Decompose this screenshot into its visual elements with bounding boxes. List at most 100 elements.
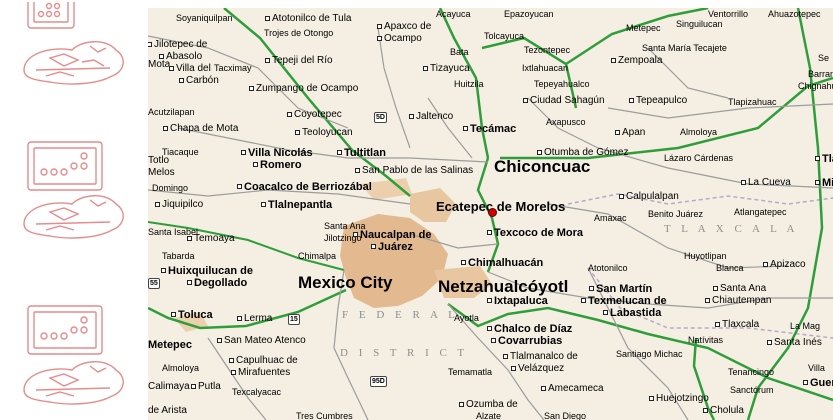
road (377, 27, 411, 149)
place-label: Mirafuentes (238, 367, 291, 378)
map-thumbnail-icon[interactable] (20, 304, 130, 420)
place-label: Huitzila (454, 79, 484, 89)
place-dot (705, 298, 710, 303)
place-label: Tenancingo (728, 367, 775, 377)
place-dot (463, 126, 468, 131)
highway-shield-icon: 95D (370, 376, 387, 387)
place-dot (649, 396, 654, 401)
place-label: Melos (148, 167, 175, 178)
place-dot (148, 42, 152, 47)
place-label: Almoloya (680, 127, 718, 137)
place-label: Ixtapaluca (494, 295, 548, 307)
place-label: Tiacaque (162, 147, 199, 157)
place-label: Amaxac (594, 213, 627, 223)
place-label: Epazoyucan (504, 9, 554, 19)
place-label: Ayotla (454, 313, 479, 323)
place-label: San Pablo de las Salinas (362, 165, 474, 176)
place-label: Tezontepec (524, 45, 571, 55)
place-label: Atlangatepec (734, 207, 787, 217)
urban-area (410, 188, 456, 222)
place-label: Villa (808, 363, 825, 373)
place-label: Acayuca (436, 9, 471, 19)
place-label: Jilotepec de (154, 39, 208, 50)
place-label: Villa Nicolás (248, 147, 313, 159)
place-label: Zumpango de Ocampo (256, 83, 359, 94)
place-dot (461, 260, 466, 265)
place-dot (171, 312, 176, 317)
highway-shield-icon: 5D (374, 112, 387, 123)
place-label: La Mag (790, 321, 821, 331)
place-dot (191, 384, 196, 389)
place-dot (377, 24, 382, 29)
highway (481, 36, 578, 109)
place-dot (355, 168, 360, 173)
place-dot (237, 316, 242, 321)
highway-shield-icon: 15 (288, 314, 300, 325)
place-label: Villa del (176, 63, 211, 74)
map-thumbnail-icon[interactable] (20, 2, 130, 98)
location-marker[interactable] (488, 208, 497, 217)
place-label: Jiquipilco (162, 199, 204, 210)
place-label: Chimalpa (298, 251, 337, 261)
place-dot (615, 130, 620, 135)
place-dot (159, 54, 164, 59)
place-dot (231, 370, 236, 375)
place-label: Tizayuca (430, 63, 470, 74)
place-label: Guer (810, 377, 833, 389)
place-dot (581, 298, 586, 303)
place-dot (815, 180, 820, 185)
place-label: Chignahua (798, 81, 833, 91)
place-dot (179, 78, 184, 83)
place-label: Benito Juárez (648, 209, 704, 219)
place-label: La Cueva (748, 177, 791, 188)
place-label: Tepeji del Río (272, 55, 333, 66)
place-label: Toluca (178, 309, 213, 321)
place-label: Tolcayuca (484, 31, 525, 41)
place-dot (713, 286, 718, 291)
place-dot (541, 386, 546, 391)
place-label: Singuilucan (676, 19, 723, 29)
place-label: Ventorrillo (708, 9, 749, 19)
place-label: Almoloya (162, 363, 200, 373)
place-dot (265, 16, 270, 21)
highway-shield-icon: 55 (148, 278, 160, 289)
highway (223, 8, 411, 197)
place-dot (237, 184, 242, 189)
road (148, 189, 411, 205)
place-label: Ciudad Sahagún (530, 95, 605, 106)
place-label: Sanctórum (730, 385, 774, 395)
place-label: Carbón (186, 75, 219, 86)
road (547, 203, 789, 269)
place-label: Putla (198, 381, 221, 392)
place-dot (253, 162, 258, 167)
place-label: Acutzilapan (148, 107, 195, 117)
map-thumbnail-icon[interactable] (20, 140, 130, 250)
place-dot (763, 262, 768, 267)
place-dot (187, 236, 192, 241)
place-label: Tlalnepantla (268, 199, 333, 211)
place-dot (715, 322, 720, 327)
place-label: Romero (260, 159, 302, 171)
place-dot (523, 98, 528, 103)
highway (746, 8, 824, 420)
place-dot (249, 86, 254, 91)
place-label: Degollado (194, 277, 248, 289)
place-label: Mota (148, 59, 171, 70)
place-label: Lázaro Cárdenas (664, 153, 734, 163)
place-label: Calimaya (148, 381, 190, 392)
place-dot (337, 150, 342, 155)
place-dot (261, 202, 266, 207)
state-border (587, 267, 833, 339)
place-label: Abasolo (166, 51, 203, 62)
place-label: Netzahualcóyotl (438, 277, 569, 296)
road (177, 127, 489, 163)
place-label: Tabarda (162, 251, 195, 261)
highway (447, 302, 833, 402)
place-label: Tla (822, 153, 833, 165)
place-dot (503, 354, 508, 359)
highway (148, 288, 347, 330)
place-label: Labastida (610, 307, 662, 319)
place-label: Atotonilco de Tula (272, 13, 352, 24)
region-label: D I S T R I C T (340, 347, 469, 359)
